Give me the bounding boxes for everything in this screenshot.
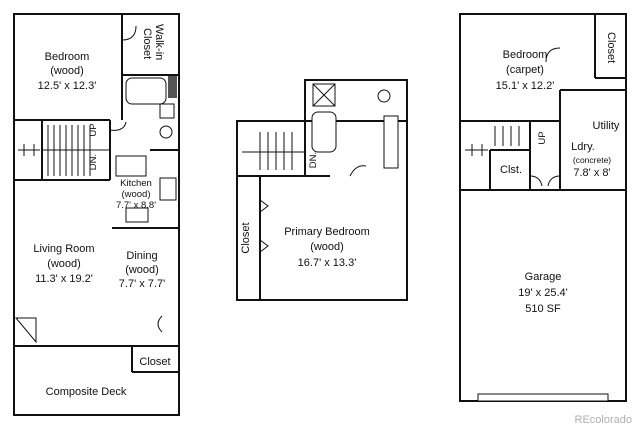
toilet-icon [159, 125, 173, 139]
garage-name: Garage [525, 271, 562, 283]
bath-door-icon [109, 121, 127, 131]
closet-door-icon-a [259, 199, 269, 213]
laundry-dims: 7.8' x 8' [573, 167, 610, 179]
utility-name: Utility [593, 120, 620, 132]
dining-floor: (wood) [125, 264, 159, 276]
floor-2: DN. Closet Primary Bedroom (wood) 16.7' … [236, 79, 408, 301]
f1-bedroom-floor: (wood) [50, 65, 84, 77]
primary-bedroom-floor: (wood) [310, 241, 344, 253]
living-room-dims: 11.3' x 19.2' [35, 273, 93, 285]
f2-stairs-dn: DN. [308, 152, 319, 168]
garage-dims: 19' x 25.4' [518, 287, 567, 299]
walkin-closet-line2: Closet [141, 28, 153, 59]
f1-stairs-dn: DN. [88, 154, 99, 170]
ldry-door-icon [547, 175, 561, 187]
f3-bedroom-dims: 15.1' x 12.2' [496, 80, 555, 92]
deck-name: Composite Deck [46, 386, 127, 398]
laundry-name: Ldry. [571, 141, 595, 153]
vanity-icon [383, 115, 399, 169]
floor-1-outline [13, 13, 180, 416]
kitchen-floor: (wood) [121, 189, 150, 200]
f1-closet-name: Closet [139, 356, 170, 368]
closet-door-icon [121, 25, 137, 41]
f2-toilet-icon [377, 89, 391, 103]
floor-1: Bedroom (wood) 12.5' x 12.3' Walk-in Clo… [13, 13, 180, 416]
f1-stairs-up: UP [88, 123, 99, 136]
clst-door-icon [529, 175, 543, 187]
f3-bedroom-door-icon [545, 47, 561, 63]
laundry-floor: (concrete) [573, 155, 611, 165]
primary-bedroom-dims: 16.7' x 13.3' [298, 257, 357, 269]
refrigerator-icon [115, 155, 147, 177]
f1-bedroom-dims: 12.5' x 12.3' [38, 80, 97, 92]
f2-closet-name: Closet [240, 222, 252, 253]
living-room-name: Living Room [33, 243, 94, 255]
entry-door-icon [157, 315, 163, 333]
living-room-floor: (wood) [47, 258, 81, 270]
kitchen-dims: 7.7' x 8.8' [116, 200, 156, 211]
dining-name: Dining [126, 250, 157, 262]
kitchen-name: Kitchen [120, 178, 152, 189]
closet-door-icon-b [259, 239, 269, 253]
f3-bedroom-floor: (carpet) [506, 64, 544, 76]
walkin-closet-line1: Walk-in [153, 24, 165, 60]
watermark: REcolorado [575, 414, 632, 426]
primary-bedroom-name: Primary Bedroom [284, 226, 370, 238]
garage-door-icon [477, 393, 609, 402]
floor-3: Bedroom (carpet) 15.1' x 12.2' Closet Ut… [459, 13, 627, 402]
f2-door-icon [349, 165, 367, 177]
bathtub-icon [125, 77, 167, 105]
kitchen-sink-icon [125, 207, 149, 223]
f3-closet-name: Closet [605, 32, 617, 63]
stove-icon [159, 177, 177, 201]
f3-stairs-up: UP [537, 131, 548, 144]
f1-bedroom-name: Bedroom [45, 51, 90, 63]
f3-bedroom-name: Bedroom [503, 49, 548, 61]
dining-dims: 7.7' x 7.7' [119, 278, 165, 290]
small-closet-name: Clst. [500, 164, 522, 176]
sink-icon [159, 103, 175, 119]
fireplace-icon [14, 317, 37, 344]
f2-bathtub-icon [311, 111, 337, 153]
garage-area: 510 SF [525, 303, 561, 315]
